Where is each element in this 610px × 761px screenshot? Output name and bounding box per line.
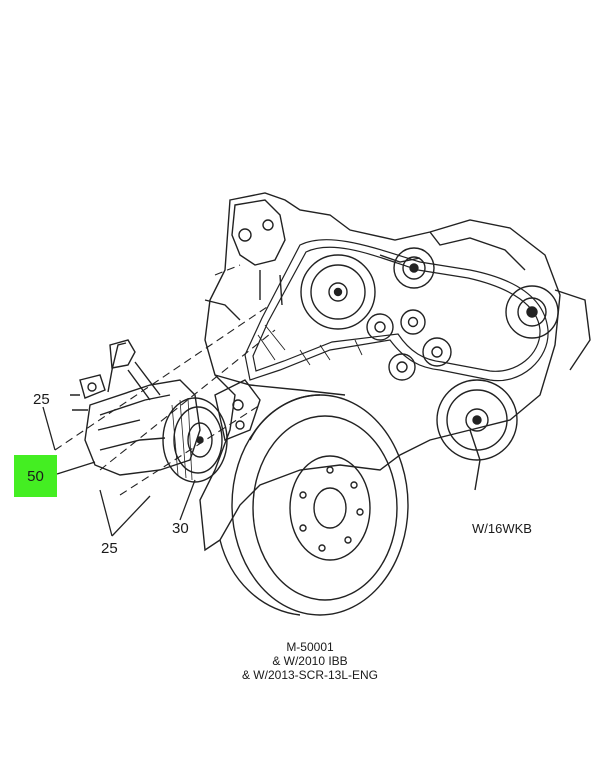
callout-30: 30	[172, 520, 189, 537]
caption-line-1: M-50001	[286, 640, 334, 654]
small-idler-pulleys	[366, 309, 452, 381]
bolt-phantom-lines	[54, 264, 276, 496]
drawing-tag: W/16WKB	[472, 521, 532, 536]
upper-idler-pulley	[300, 254, 376, 330]
tensioner-pulley	[393, 247, 435, 289]
crank-damper	[219, 394, 409, 616]
serpentine-belt	[244, 239, 549, 382]
callout-50-label: 50	[27, 467, 44, 485]
figure-caption: M-50001 & W/2010 IBB & W/2013-SCR-13L-EN…	[200, 640, 420, 682]
water-pump-pulley	[436, 379, 518, 461]
alternator-pulley	[505, 285, 591, 371]
callout-25-bottom: 25	[101, 540, 118, 557]
compressor-clutch-pulley	[162, 397, 228, 483]
compressor-bracket	[214, 379, 261, 441]
callout-50-highlight[interactable]: 50	[14, 455, 57, 497]
callout-25-top: 25	[33, 391, 50, 408]
leader-lines	[42, 406, 196, 537]
caption-line-3: & W/2013-SCR-13L-ENG	[241, 668, 379, 682]
caption-line-2: & W/2010 IBB	[272, 654, 348, 668]
